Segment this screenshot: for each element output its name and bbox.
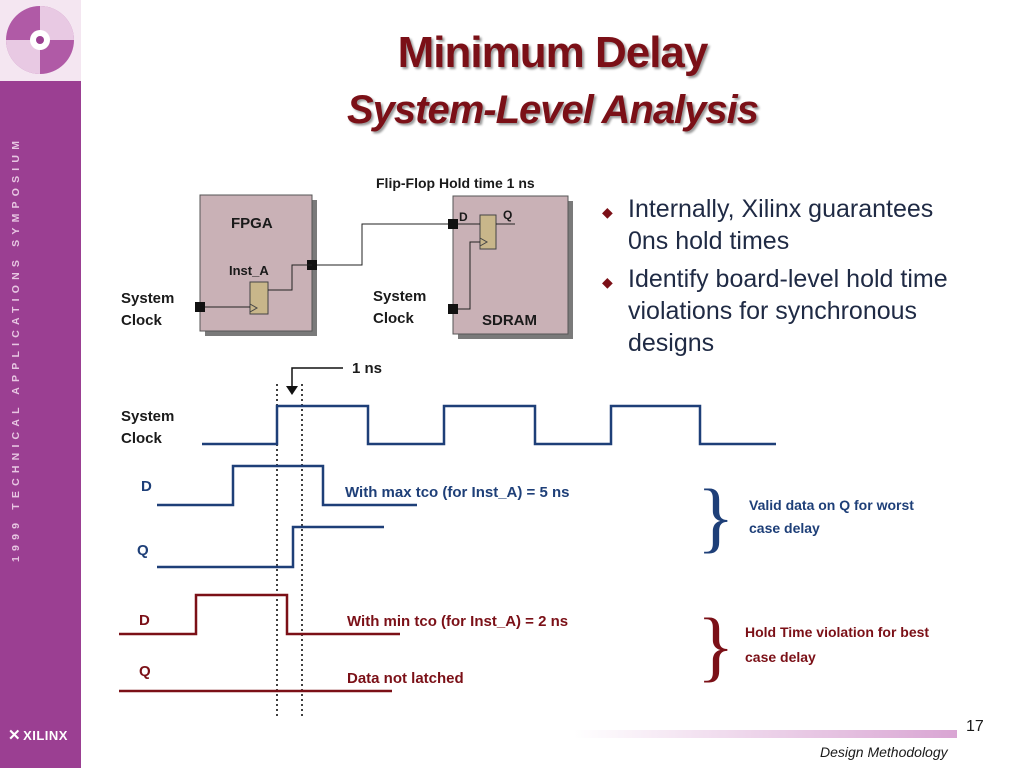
arrow-down-icon [286, 386, 298, 395]
q-wire [268, 264, 312, 291]
slide-subtitle: System-Level Analysis [346, 88, 759, 132]
d-max-label: D [141, 478, 152, 495]
diamond-bullet-icon: ◆ [602, 204, 613, 220]
bullet-item: ◆ Identify board-level hold time violatio… [600, 263, 980, 359]
system-clock-label: System Clock [121, 408, 175, 447]
sdram-box [452, 195, 569, 335]
inst-a-flipflop [249, 281, 269, 315]
hold-time-label: Flip-Flop Hold time 1 ns [376, 175, 535, 191]
cd-logo [0, 0, 81, 81]
inst-a-label: Inst_A [229, 263, 269, 278]
brace-red-icon: } [697, 602, 734, 689]
disc-icon [0, 0, 81, 81]
footer-section: Design Methodology [820, 744, 948, 760]
bullet-item: ◆ Internally, Xilinx guarantees 0ns hold … [600, 193, 980, 257]
footer-gradient-bar [574, 730, 957, 738]
sdram-flipflop [479, 214, 497, 250]
sdram-clock-pin [448, 304, 458, 314]
one-ns-label: 1 ns [352, 360, 383, 377]
bullet-list: ◆ Internally, Xilinx guarantees 0ns hold … [600, 193, 980, 365]
xilinx-logo: ✕ XILINX [8, 726, 68, 744]
d-min-label: D [139, 612, 150, 629]
d-min-waveform [119, 593, 400, 636]
q-max-label: Q [137, 542, 149, 559]
sdram-label: SDRAM [482, 312, 537, 329]
clock-triangle-icon [249, 303, 259, 313]
sdram-clock-wire [458, 241, 480, 310]
fpga-system-clock-label: System Clock [121, 290, 175, 329]
hold-violation-note: Hold Time violation for best case delay [745, 624, 930, 665]
system-clock-waveform [202, 404, 776, 446]
xilinx-brand-text: XILINX [23, 727, 68, 743]
fpga-label: FPGA [231, 215, 273, 232]
bullet-text: Identify board-level hold time violation… [628, 265, 948, 357]
valid-data-note: Valid data on Q for worst case delay [749, 497, 914, 536]
board-wire [317, 223, 448, 266]
sdram-d-pin-label: D [459, 210, 468, 224]
q-min-label: Q [139, 663, 151, 680]
sdram-q-pin-label: Q [503, 208, 513, 222]
q-max-waveform [157, 525, 384, 569]
bullet-text: Internally, Xilinx guarantees 0ns hold t… [628, 195, 934, 255]
data-not-latched-note: Data not latched [347, 670, 464, 687]
xilinx-x-icon: ✕ [8, 727, 22, 744]
slide-number: 17 [966, 718, 984, 735]
sdram-d-pin [448, 219, 458, 229]
one-ns-pointer [291, 367, 343, 387]
max-tco-note: With max tco (for Inst_A) = 5 ns [345, 484, 570, 501]
clock-triangle-icon [479, 237, 489, 247]
sdram-system-clock-label: System Clock [373, 288, 427, 327]
brace-blue-icon: } [697, 473, 734, 560]
min-tco-note: With min tco (for Inst_A) = 2 ns [347, 613, 569, 630]
slide-title: Minimum Delay [397, 28, 709, 77]
sidebar: 1999 TECHNICAL APPLICATIONS SYMPOSIUM ✕ … [0, 0, 81, 768]
diamond-bullet-icon: ◆ [602, 274, 613, 290]
d-max-waveform [157, 464, 417, 507]
fpga-clock-pin [195, 302, 205, 312]
